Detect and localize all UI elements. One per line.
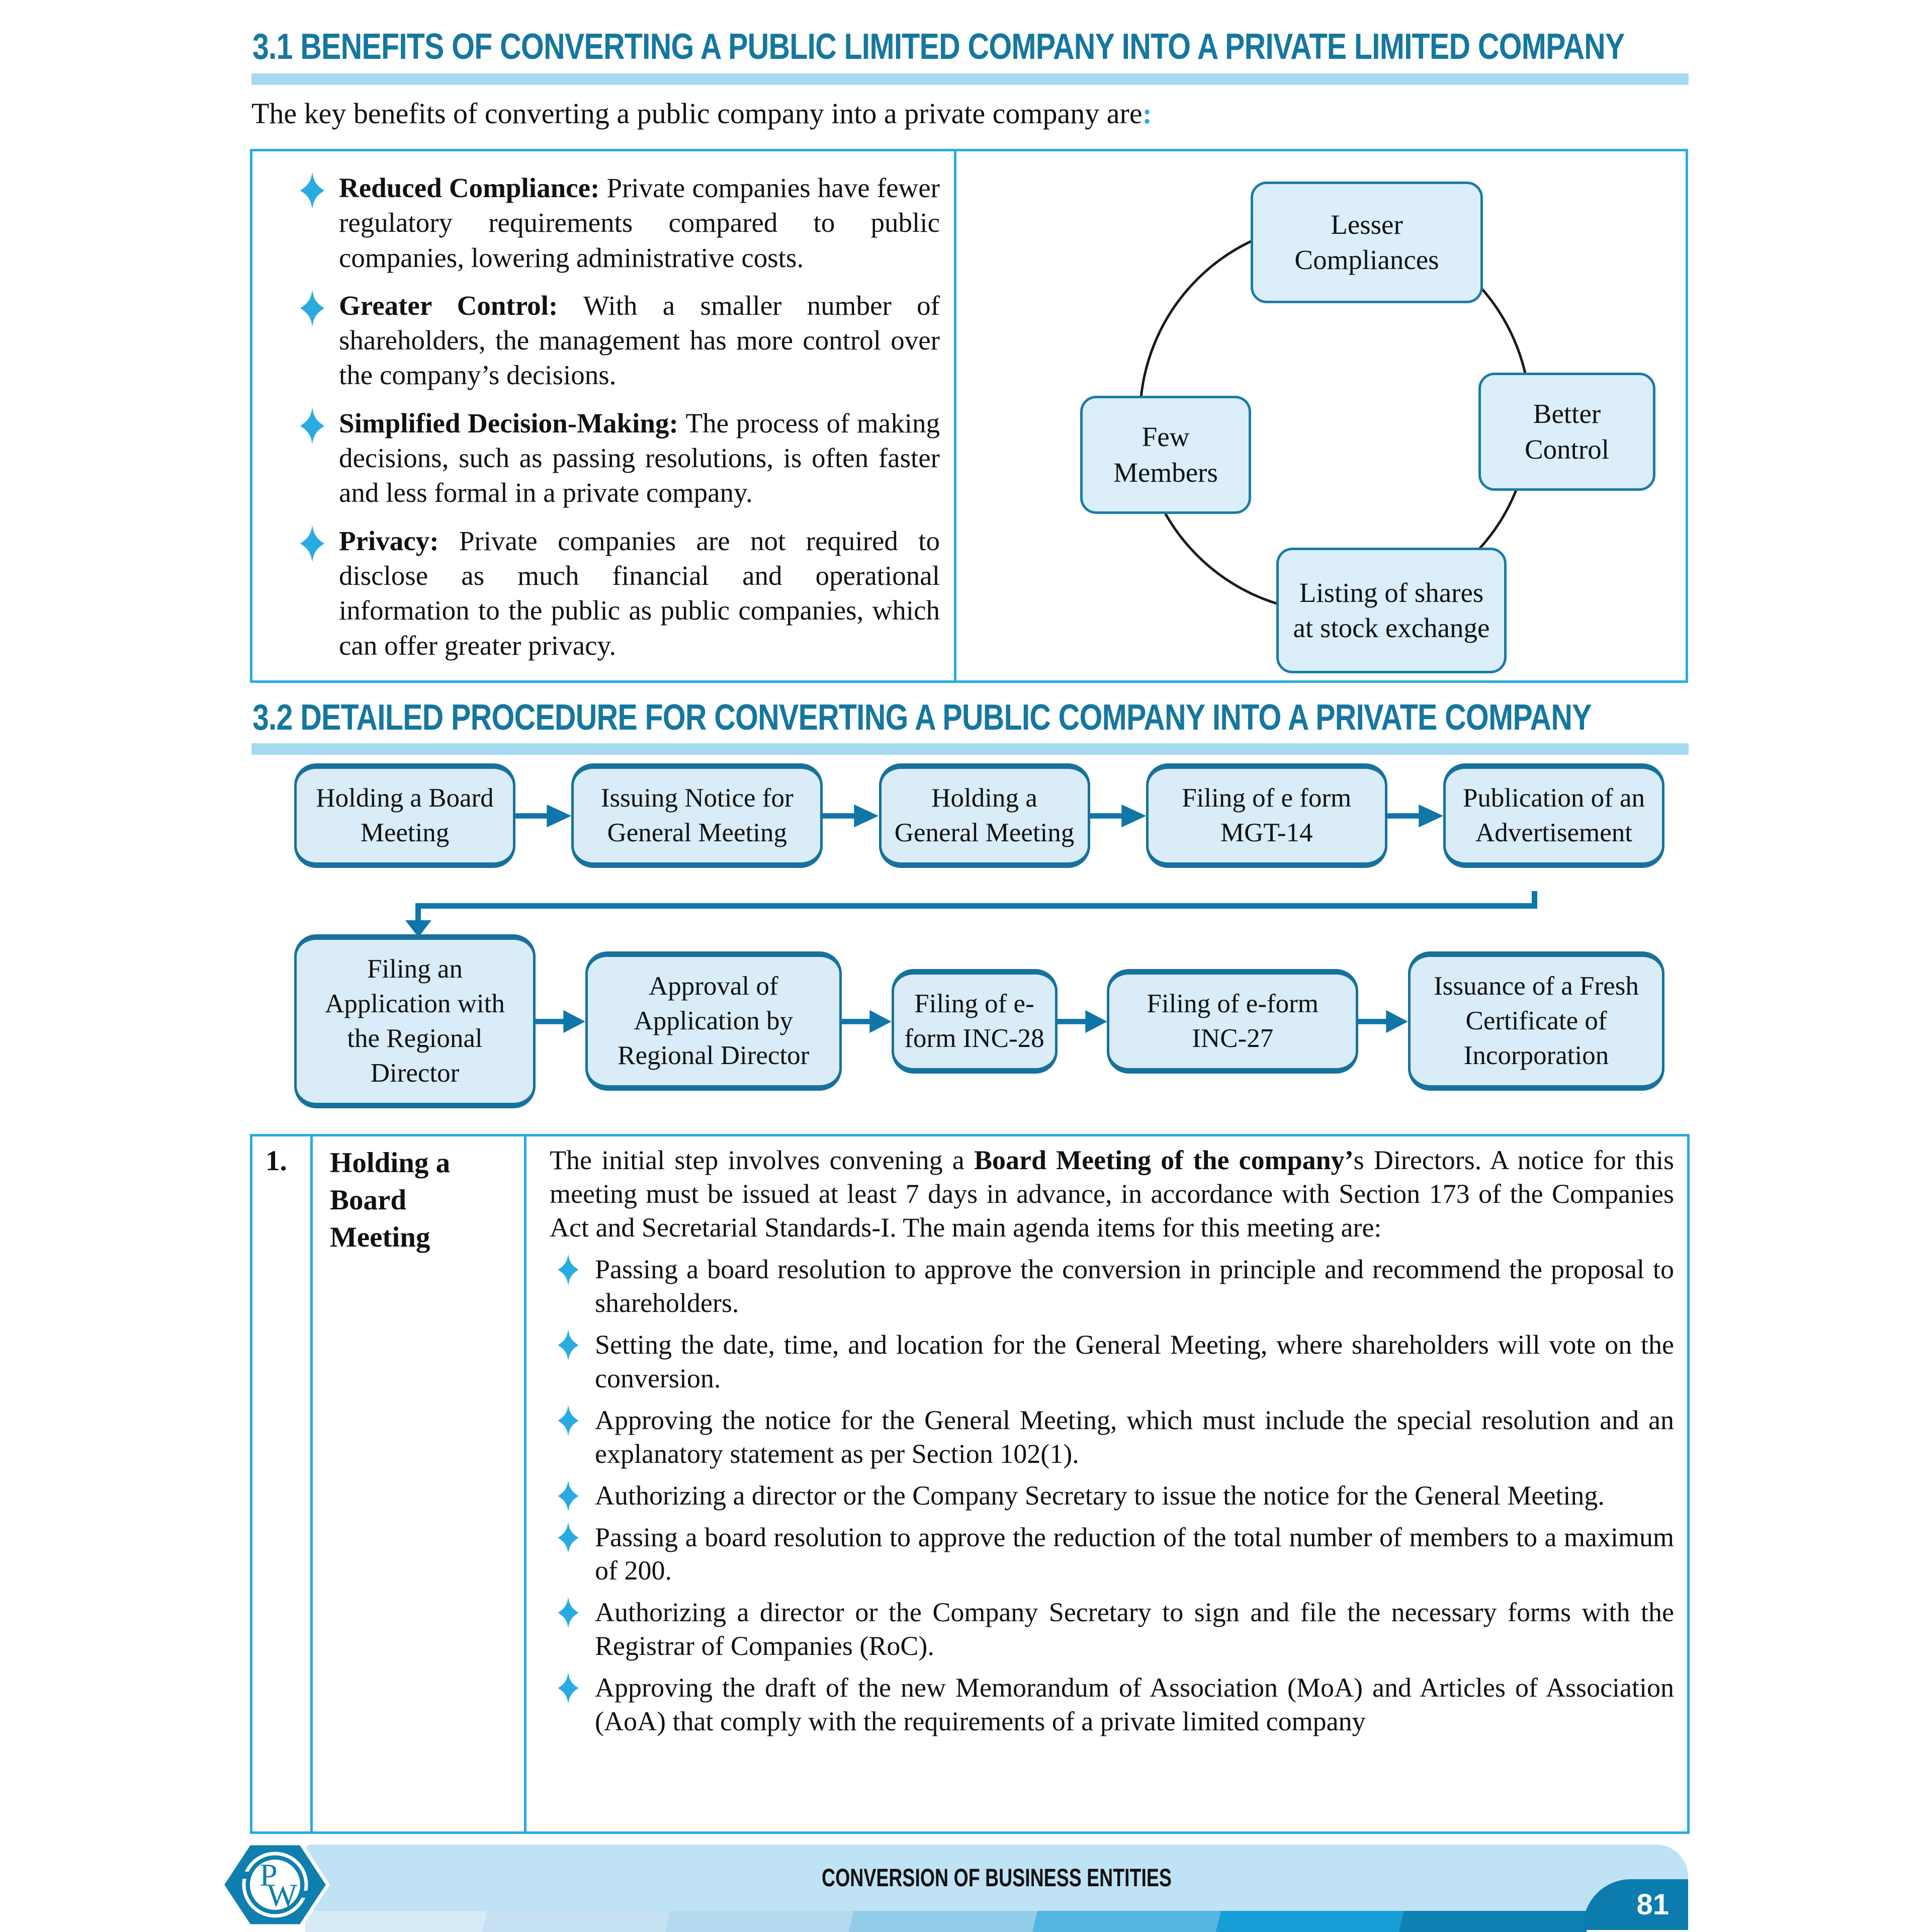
diagram-node-few-members: Few Members <box>1080 396 1251 514</box>
pw-logo-ring <box>242 1852 308 1918</box>
flow-step: Issuance of a Fresh Certificate of Incor… <box>1408 951 1664 1091</box>
footer-strip-segment <box>1215 1911 1409 1932</box>
benefit-item: Privacy: Private companies are not requi… <box>299 523 940 663</box>
flow-arrow-icon <box>536 1007 585 1036</box>
intro-colon: : <box>1142 97 1152 130</box>
section-3-1-heading: 3.1 BENEFITS OF CONVERTING A PUBLIC LIMI… <box>252 27 1625 67</box>
footer-strip-segment <box>305 1911 491 1932</box>
agenda-bullet-item: Setting the date, time, and location for… <box>557 1328 1674 1395</box>
section-3-2-heading: 3.2 DETAILED PROCEDURE FOR CONVERTING A … <box>252 697 1592 738</box>
intro-paragraph: The key benefits of converting a public … <box>251 97 1152 130</box>
agenda-bullet-item: Authorizing a director or the Company Se… <box>557 1596 1674 1663</box>
star-bullet-icon <box>558 1480 579 1512</box>
benefits-text-column: Reduced Compliance: Private companies ha… <box>252 151 956 680</box>
flow-arrow-icon <box>1090 801 1146 830</box>
flow-step: Approval of Application by Regional Dire… <box>585 951 842 1091</box>
star-bullet-icon <box>558 1254 579 1286</box>
flow-step: Holding a General Meeting <box>879 763 1090 868</box>
star-bullet-icon <box>558 1329 579 1361</box>
table-row-description: The initial step involves convening a Bo… <box>526 1136 1687 1831</box>
flow-step: Filing an Application with the Regional … <box>294 934 536 1108</box>
agenda-bullet-list: Passing a board resolution to approve th… <box>550 1253 1674 1738</box>
star-bullet-icon <box>300 407 325 445</box>
flow-arrow-icon <box>1387 801 1443 830</box>
agenda-bullet-item: Approving the draft of the new Memorandu… <box>557 1671 1674 1738</box>
flow-connector-line <box>415 905 421 921</box>
agenda-bullet-text: Approving the draft of the new Memorandu… <box>595 1673 1674 1737</box>
star-bullet-icon <box>300 524 325 562</box>
agenda-bullet-item: Authorizing a director or the Company Se… <box>557 1479 1674 1513</box>
flow-arrow-icon <box>515 801 572 830</box>
footer-strip-segment <box>1032 1911 1225 1932</box>
agenda-bullet-text: Authorizing a director or the Company Se… <box>595 1480 1605 1511</box>
table-row-number: 1. <box>252 1136 313 1831</box>
flow-step: Publication of an Advertisement <box>1443 763 1664 868</box>
flow-arrow-icon <box>841 1007 892 1036</box>
star-bullet-icon <box>300 290 325 327</box>
table-row-title: Holding a Board Meeting <box>313 1136 526 1831</box>
benefit-item: Greater Control: With a smaller number o… <box>299 288 940 393</box>
agenda-bullet-text: Passing a board resolution to approve th… <box>595 1522 1674 1586</box>
intro-text: The key benefits of converting a public … <box>251 97 1143 130</box>
star-bullet-icon <box>300 172 325 209</box>
benefits-cycle-diagram: Lesser Compliances Better Control Listin… <box>956 151 1686 680</box>
flow-arrow-icon <box>823 801 879 830</box>
agenda-bullet-text: Approving the notice for the General Mee… <box>595 1404 1674 1469</box>
footer-chapter-title: CONVERSION OF BUSINESS ENTITIES <box>822 1864 1172 1892</box>
agenda-bullet-text: Authorizing a director or the Company Se… <box>595 1597 1674 1661</box>
flow-step: Filing of e-form INC-28 <box>891 969 1058 1074</box>
benefit-item: Reduced Compliance: Private companies ha… <box>299 170 940 275</box>
agenda-bullet-text: Setting the date, time, and location for… <box>595 1329 1674 1393</box>
benefits-list: Reduced Compliance: Private companies ha… <box>299 170 940 663</box>
pw-logo-letter-p: P <box>259 1857 278 1893</box>
benefit-text: Simplified Decision-Making: The process … <box>339 407 940 508</box>
star-bullet-icon <box>558 1404 579 1437</box>
flow-step: Issuing Notice for General Meeting <box>571 763 823 868</box>
page-number: 81 <box>1636 1888 1669 1921</box>
benefit-text: Reduced Compliance: Private companies ha… <box>339 172 940 273</box>
procedure-flow-row-2: Filing an Application with the Regional … <box>294 934 1664 1108</box>
benefit-text: Greater Control: With a smaller number o… <box>339 290 940 391</box>
heading-underline-bar <box>251 743 1689 755</box>
flow-arrow-icon <box>1358 1007 1408 1036</box>
diagram-node-listing-shares: Listing of shares at stock exchange <box>1276 548 1507 673</box>
benefit-text: Privacy: Private companies are not requi… <box>339 525 940 661</box>
benefits-panel: Reduced Compliance: Private companies ha… <box>250 149 1688 683</box>
star-bullet-icon <box>558 1522 579 1553</box>
footer-strip-segment <box>665 1911 858 1932</box>
paragraph-segment: The initial step involves convening a <box>550 1145 974 1175</box>
agenda-bullet-text: Passing a board resolution to approve th… <box>595 1254 1674 1318</box>
pw-logo: P W <box>220 1841 330 1928</box>
benefit-item: Simplified Decision-Making: The process … <box>299 406 940 510</box>
flow-step: Holding a Board Meeting <box>294 763 515 868</box>
table-row-title-text: Holding a Board Meeting <box>330 1147 451 1254</box>
footer-strip-segment <box>848 1911 1042 1932</box>
footer-banner: CONVERSION OF BUSINESS ENTITIES <box>305 1845 1688 1911</box>
paragraph-bold-segment: Board Meeting of the company’ <box>974 1145 1354 1175</box>
pw-logo-letter-w: W <box>267 1877 298 1913</box>
procedure-table: 1. Holding a Board Meeting The initial s… <box>250 1134 1690 1834</box>
agenda-bullet-item: Passing a board resolution to approve th… <box>557 1521 1674 1588</box>
diagram-node-lesser-compliances: Lesser Compliances <box>1251 182 1483 303</box>
agenda-bullet-item: Approving the notice for the General Mee… <box>557 1403 1674 1471</box>
description-paragraph: The initial step involves convening a Bo… <box>550 1144 1674 1245</box>
flow-connector-line <box>1532 891 1537 907</box>
procedure-flow-row-1: Holding a Board Meeting Issuing Notice fo… <box>294 763 1664 868</box>
agenda-bullet-item: Passing a board resolution to approve th… <box>557 1253 1674 1320</box>
heading-underline-bar <box>251 73 1689 85</box>
footer-strip-segment <box>1399 1911 1589 1932</box>
diagram-node-better-control: Better Control <box>1478 373 1655 491</box>
flow-arrow-icon <box>1057 1007 1107 1036</box>
flow-step: Filing of e form MGT-14 <box>1146 763 1387 868</box>
star-bullet-icon <box>558 1672 579 1704</box>
paragraph-segment: s Directors. A notice for this meeting m… <box>550 1145 1674 1243</box>
flow-step: Filing of e-form INC-27 <box>1107 969 1359 1074</box>
footer-gradient-strip <box>305 1911 1589 1932</box>
flow-connector-line <box>415 903 1537 909</box>
star-bullet-icon <box>558 1597 579 1629</box>
pw-logo-disc <box>250 1860 300 1910</box>
footer-strip-segment <box>482 1911 675 1932</box>
